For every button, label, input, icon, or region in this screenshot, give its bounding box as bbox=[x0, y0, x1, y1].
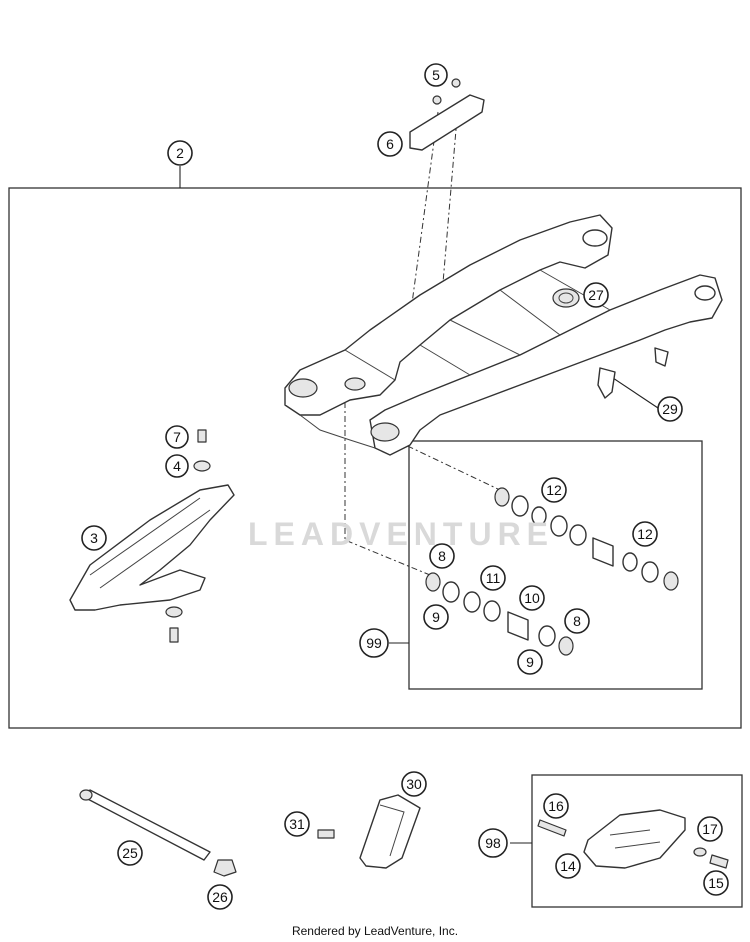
chain-slider bbox=[69, 429, 235, 643]
svg-text:11: 11 bbox=[486, 570, 501, 586]
callout-25: 25 bbox=[117, 840, 143, 866]
callout-29: 29 bbox=[657, 396, 683, 422]
svg-text:7: 7 bbox=[173, 429, 181, 445]
bearing-kit-parts bbox=[425, 487, 679, 656]
callout-3: 3 bbox=[81, 525, 107, 551]
callout-5: 5 bbox=[424, 63, 448, 87]
swingarm-group-frame bbox=[8, 187, 742, 729]
centerline-pivot-right bbox=[394, 439, 501, 491]
chain-guide bbox=[537, 809, 729, 869]
rendered-by-credit: Rendered by LeadVenture, Inc. bbox=[291, 924, 459, 938]
chain-guard bbox=[317, 794, 421, 869]
svg-text:17: 17 bbox=[702, 821, 718, 837]
chain-guide-kit-frame bbox=[531, 774, 743, 908]
rubber-plug bbox=[552, 288, 580, 308]
leadventure-watermark: LEADVENTURE bbox=[248, 516, 555, 552]
callout-12-upper: 12 bbox=[541, 477, 567, 503]
svg-text:9: 9 bbox=[526, 654, 534, 670]
callout-27: 27 bbox=[583, 282, 609, 308]
svg-text:8: 8 bbox=[573, 613, 581, 629]
callout-4: 4 bbox=[165, 454, 189, 478]
svg-text:5: 5 bbox=[432, 67, 440, 83]
svg-text:25: 25 bbox=[122, 845, 138, 861]
callout-8-left: 8 bbox=[429, 543, 455, 569]
svg-text:10: 10 bbox=[524, 590, 540, 606]
swingarm bbox=[284, 214, 723, 456]
svg-text:98: 98 bbox=[485, 835, 501, 851]
callout-10: 10 bbox=[519, 585, 545, 611]
callout-8-right: 8 bbox=[564, 608, 590, 634]
callout-6: 6 bbox=[377, 131, 403, 157]
callout-2: 2 bbox=[167, 140, 193, 166]
callout-26: 26 bbox=[207, 884, 233, 910]
svg-text:6: 6 bbox=[386, 136, 394, 152]
leader-29 bbox=[612, 377, 659, 409]
callout-16: 16 bbox=[543, 793, 569, 819]
callout-98: 98 bbox=[478, 828, 508, 858]
svg-text:2: 2 bbox=[176, 145, 184, 161]
swingarm-pivot-shaft bbox=[79, 789, 237, 877]
svg-text:29: 29 bbox=[662, 401, 678, 417]
callout-15: 15 bbox=[703, 870, 729, 896]
svg-text:27: 27 bbox=[588, 287, 604, 303]
callout-14: 14 bbox=[555, 853, 581, 879]
callout-99: 99 bbox=[359, 628, 389, 658]
svg-text:3: 3 bbox=[90, 530, 98, 546]
svg-text:31: 31 bbox=[289, 816, 305, 832]
svg-text:99: 99 bbox=[366, 635, 382, 651]
callout-17: 17 bbox=[697, 816, 723, 842]
callout-31: 31 bbox=[284, 811, 310, 837]
svg-text:30: 30 bbox=[406, 776, 422, 792]
svg-text:9: 9 bbox=[432, 609, 440, 625]
callout-9-right: 9 bbox=[517, 649, 543, 675]
svg-text:8: 8 bbox=[438, 548, 446, 564]
chain-slider-bracket bbox=[409, 78, 485, 151]
callout-12-right: 12 bbox=[632, 521, 658, 547]
callout-7: 7 bbox=[165, 425, 189, 449]
svg-text:12: 12 bbox=[546, 482, 562, 498]
svg-text:14: 14 bbox=[560, 858, 576, 874]
svg-text:15: 15 bbox=[708, 875, 724, 891]
centerline-pivot-left bbox=[344, 402, 431, 576]
callout-9-left: 9 bbox=[423, 604, 449, 630]
callout-30: 30 bbox=[401, 771, 427, 797]
svg-text:26: 26 bbox=[212, 889, 228, 905]
svg-text:4: 4 bbox=[173, 458, 181, 474]
svg-text:16: 16 bbox=[548, 798, 564, 814]
svg-text:12: 12 bbox=[637, 526, 653, 542]
bearing-kit-frame bbox=[408, 440, 703, 690]
callout-11: 11 bbox=[480, 565, 506, 591]
